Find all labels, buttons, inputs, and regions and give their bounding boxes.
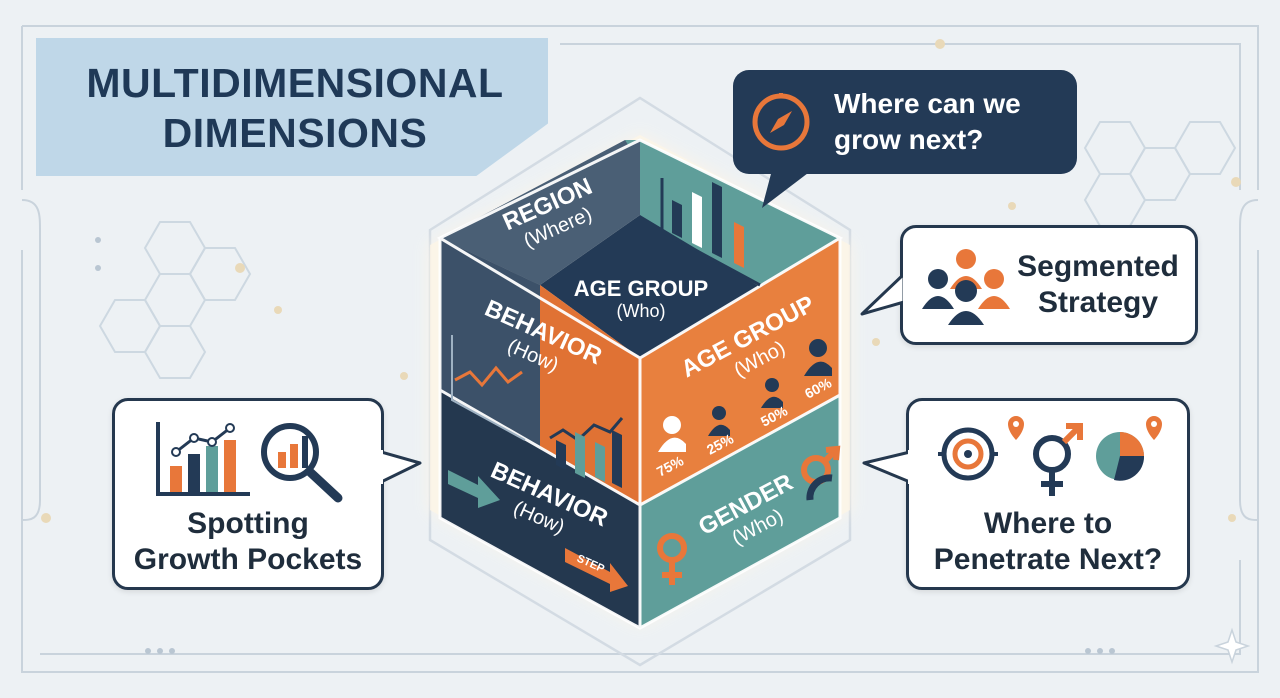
magnifier-chart-icon xyxy=(261,423,343,503)
line-chart-icon xyxy=(451,335,624,488)
title-line-1: MULTIDIMENSIONAL xyxy=(86,60,504,106)
callout-segmented-text: Segmented Strategy xyxy=(1017,250,1179,319)
age-group-top-label: AGE GROUP (Who) xyxy=(573,276,709,322)
compass-icon xyxy=(752,93,810,151)
behavior-upper-face xyxy=(440,238,540,450)
gender-face xyxy=(640,395,840,628)
bar-chart-icon xyxy=(660,178,761,287)
penetration-icons xyxy=(938,416,1162,496)
page-title: MULTIDIMENSIONAL DIMENSIONS xyxy=(60,58,530,158)
title-banner xyxy=(36,38,548,176)
people-percent-icons xyxy=(658,339,832,452)
target-icon xyxy=(938,427,998,481)
age-group-top-face xyxy=(540,215,765,358)
pie-chart-icon xyxy=(1096,432,1145,481)
map-pin-icon xyxy=(1008,416,1162,440)
gender-symbol-icon xyxy=(657,445,841,585)
gender-symbol-icon xyxy=(1033,423,1083,496)
callout-growth-text: Spotting Growth Pockets xyxy=(133,507,363,576)
callout-grow-next xyxy=(733,70,1077,174)
callout-penetrate-text: Where to Penetrate Next? xyxy=(933,507,1163,576)
people-group-icon xyxy=(922,249,1010,325)
bar-line-chart-icon xyxy=(156,422,343,503)
age-group-right-face xyxy=(640,238,840,505)
callout-penetrate-next xyxy=(906,398,1190,590)
callout-grow-next-text: Where can we grow next? xyxy=(834,88,1021,155)
arrow-right-icon xyxy=(448,470,628,592)
title-line-2: DIMENSIONS xyxy=(162,110,428,156)
